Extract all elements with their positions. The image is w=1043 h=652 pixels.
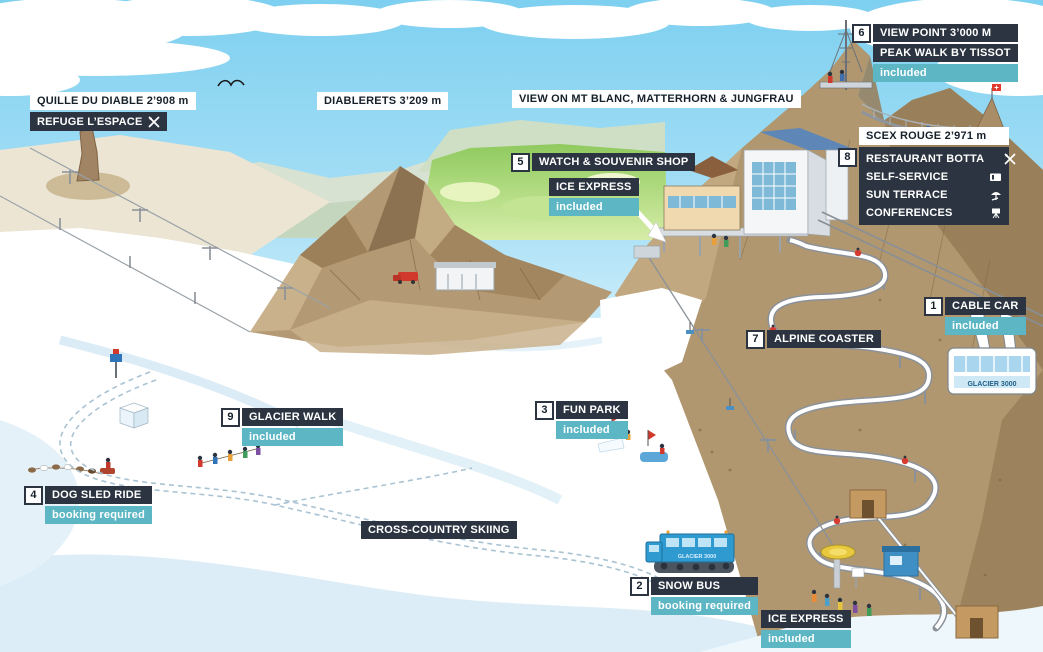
facility-row: RESTAURANT BOTTA xyxy=(866,150,1016,168)
label-ice-express-base[interactable]: ICE EXPRESS included xyxy=(761,610,851,648)
booking-required-badge: booking required xyxy=(45,506,153,524)
included-badge: included xyxy=(556,421,628,439)
peak-name: DIABLERETS 3’209 m xyxy=(317,92,449,110)
label-snow-bus[interactable]: 2 SNOW BUS booking required xyxy=(630,577,759,615)
facility-row: SUN TERRACE xyxy=(866,186,1002,204)
marker-number: 1 xyxy=(924,297,943,316)
marker-number: 7 xyxy=(746,330,765,349)
cutlery-icon xyxy=(1004,153,1016,165)
facility-row: CONFERENCES xyxy=(866,204,1002,222)
label-panorama[interactable]: VIEW ON MT BLANC, MATTERHORN & JUNGFRAU xyxy=(512,90,801,108)
label-alpine-coaster[interactable]: 7 ALPINE COASTER xyxy=(746,330,881,349)
cross-country-track xyxy=(59,371,663,587)
snow-bus: GLACIER 3000 xyxy=(645,530,735,573)
tray-icon xyxy=(989,171,1002,183)
glacier-walk-group xyxy=(197,443,261,467)
marker-number: 5 xyxy=(511,153,530,172)
panorama-text: VIEW ON MT BLANC, MATTERHORN & JUNGFRAU xyxy=(512,90,801,108)
bird xyxy=(217,79,245,87)
marker-number: 4 xyxy=(24,486,43,505)
booking-required-badge: booking required xyxy=(651,597,759,615)
label-cross-country-skiing[interactable]: CROSS-COUNTRY SKIING xyxy=(361,521,517,539)
wooden-hut-bottom xyxy=(955,605,999,639)
marker-number: 9 xyxy=(221,408,240,427)
marker-number: 6 xyxy=(852,24,871,43)
peak-name: SCEX ROUGE 2’971 m xyxy=(859,127,1009,145)
label-cable-car[interactable]: 1 CABLE CAR included xyxy=(924,297,1026,335)
marker-number: 3 xyxy=(535,401,554,420)
label-diablerets[interactable]: DIABLERETS 3’209 m xyxy=(317,92,449,110)
clouds xyxy=(0,0,1043,96)
included-badge: included xyxy=(242,428,344,446)
label-watch-souvenir-shop[interactable]: 5 WATCH & SOUVENIR SHOP xyxy=(511,153,696,172)
warehouse-building xyxy=(435,265,495,291)
marker-number: 2 xyxy=(630,577,649,596)
ski-lift-lines xyxy=(0,147,331,333)
white-cube-block xyxy=(118,402,150,429)
included-badge: included xyxy=(549,198,639,216)
summit-people xyxy=(711,69,845,247)
label-quille-du-diable[interactable]: QUILLE DU DIABLE 2’908 m REFUGE L’ESPACE xyxy=(30,92,196,131)
wooden-hut-top xyxy=(849,489,887,519)
peak-walk-by-tissot: PEAK WALK BY TISSOT xyxy=(873,44,1018,62)
cutlery-icon xyxy=(148,116,160,128)
included-badge: included xyxy=(945,317,1026,335)
signpost xyxy=(110,349,122,378)
label-ice-express-top[interactable]: ICE EXPRESS included xyxy=(549,178,639,216)
glacier xyxy=(0,228,800,652)
peak-name: QUILLE DU DIABLE 2’908 m xyxy=(30,92,196,110)
facility-row: SELF-SERVICE xyxy=(866,168,1002,186)
label-scex-rouge[interactable]: 8 SCEX ROUGE 2’971 m RESTAURANT BOTTA SE… xyxy=(838,127,1016,225)
refuge-lespace: REFUGE L’ESPACE xyxy=(30,112,168,131)
base-lift-area xyxy=(820,489,999,639)
svg-text:GLACIER 3000: GLACIER 3000 xyxy=(678,554,717,560)
central-rock-ridge xyxy=(250,166,612,355)
facilities-panel: RESTAURANT BOTTA SELF-SERVICE SUN TERRAC… xyxy=(859,147,1016,225)
swiss-flag xyxy=(991,84,1001,99)
moraine-buildings xyxy=(393,262,496,291)
antenna-mast xyxy=(819,20,873,90)
label-glacier-walk[interactable]: 9 GLACIER WALK included xyxy=(221,408,344,446)
red-truck xyxy=(393,272,418,284)
queue-people xyxy=(811,589,872,616)
ice-express-chairlift xyxy=(633,245,837,551)
included-badge: included xyxy=(761,630,851,648)
summit-station xyxy=(655,128,856,258)
label-view-point[interactable]: 6 VIEW POINT 3’000 M PEAK WALK BY TISSOT… xyxy=(852,24,1018,82)
label-dog-sled-ride[interactable]: 4 DOG SLED RIDE booking required xyxy=(24,486,153,524)
presentation-icon xyxy=(990,207,1002,219)
svg-text:GLACIER 3000: GLACIER 3000 xyxy=(967,381,1016,388)
marker-number: 8 xyxy=(838,148,857,167)
label-fun-park[interactable]: 3 FUN PARK included xyxy=(535,401,628,439)
ticket-kiosk xyxy=(882,546,920,577)
parasol-icon xyxy=(990,189,1002,201)
lift-bullwheel xyxy=(820,544,856,589)
included-badge: included xyxy=(873,64,1018,82)
